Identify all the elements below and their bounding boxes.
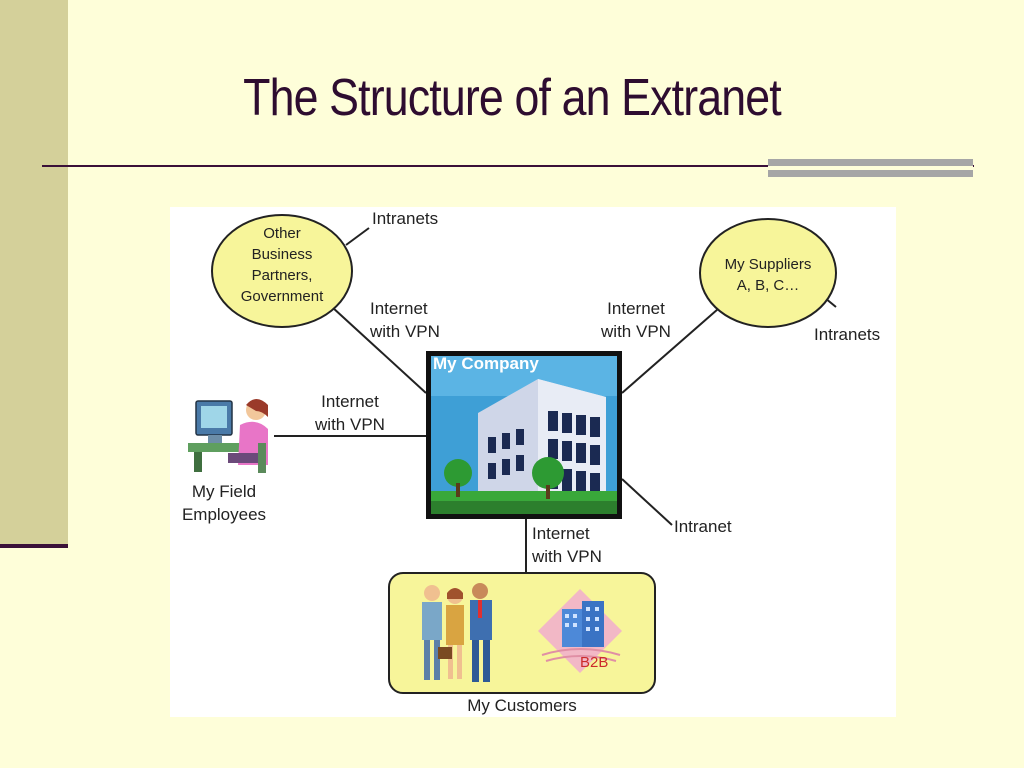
- title-divider-bar: [768, 159, 973, 177]
- company-label: My Company: [433, 354, 539, 373]
- employees-vpn-label: Internet with VPN: [315, 392, 385, 434]
- suppliers-vpn-label: Internet with VPN: [601, 299, 671, 341]
- suppliers-bubble: [699, 218, 837, 328]
- b2b-label: B2B: [580, 654, 609, 671]
- partners-intranets-label: Intranets: [372, 209, 439, 228]
- suppliers-intranets-label: Intranets: [814, 325, 881, 344]
- title-divider: [42, 165, 974, 167]
- b2b-building-icon: [538, 589, 622, 673]
- edge-company-intranet: [621, 478, 673, 526]
- left-accent-rule: [0, 544, 68, 548]
- employees-label: My Field Employees: [181, 482, 267, 524]
- extranet-diagram: Other Business Partners, Government My S…: [170, 207, 896, 717]
- customers-people-figure: [422, 583, 492, 682]
- left-accent-band: [0, 0, 68, 548]
- edge-partners-company: [331, 306, 427, 394]
- customers-label: My Customers: [467, 696, 577, 715]
- company-building-picture: [426, 351, 622, 519]
- diagram-graphics: [188, 214, 837, 694]
- partners-label: Other Business Partners, Government: [240, 225, 324, 305]
- partners-vpn-label: Internet with VPN: [370, 299, 440, 341]
- edge-suppliers-company: [621, 308, 719, 394]
- field-employee-figure: [188, 399, 268, 473]
- suppliers-label: My Suppliers A, B, C…: [724, 256, 812, 294]
- partners-bubble: [211, 214, 353, 328]
- customers-vpn-label: Internet with VPN: [532, 524, 602, 566]
- edge-partners-intranets: [345, 227, 370, 246]
- company-intranet-label: Intranet: [674, 517, 732, 536]
- slide-title: The Structure of an Extranet: [243, 69, 782, 127]
